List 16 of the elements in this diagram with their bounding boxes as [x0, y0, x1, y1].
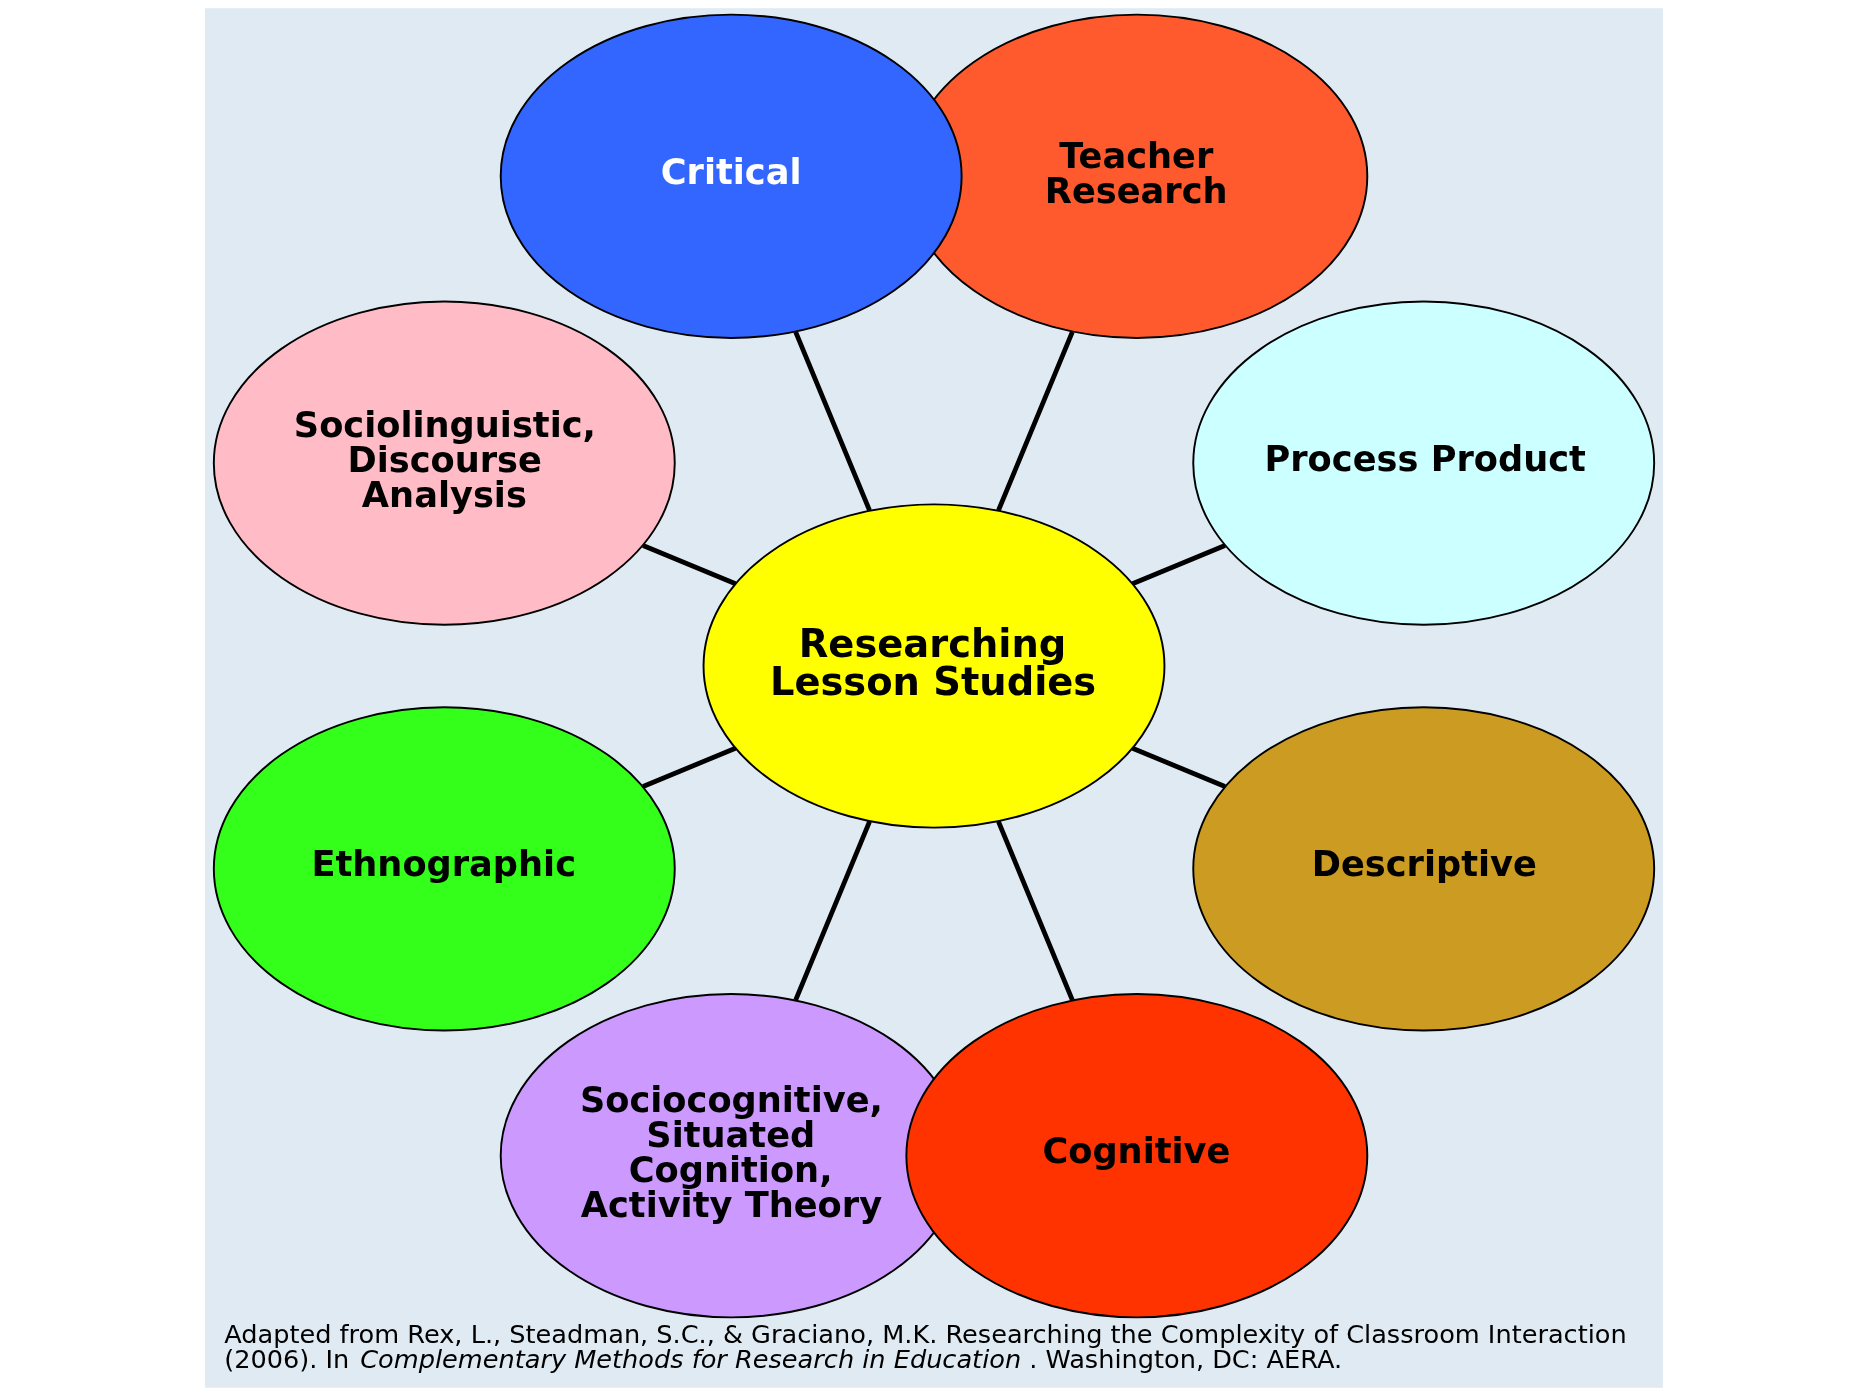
connector: [641, 543, 736, 586]
connector: [995, 820, 1075, 1001]
connector: [995, 331, 1075, 512]
connector: [1131, 746, 1226, 789]
connector: [792, 820, 872, 1001]
caption: Adapted from Rex, L., Steadman, S.C., & Graciano, M.K. Researching the Complexity of Classroom Interaction (2006). In Complementary Methods for Research in Education. Washington, DC: AERA.: [223, 1318, 1627, 1375]
connector: [641, 746, 736, 789]
connector: [792, 331, 872, 512]
node-ellipse: Descriptive: [1191, 706, 1655, 1032]
connector: [1131, 543, 1226, 586]
node-ellipse: Ethnographic: [212, 706, 676, 1032]
node-ellipse: Critical: [499, 13, 963, 339]
node-ellipse: Process Product: [1191, 300, 1655, 626]
node-ellipse: Sociolinguistic, Discourse Analysis: [212, 300, 676, 626]
node-ellipse: Researching Lesson Studies: [702, 503, 1165, 829]
node-ellipse: Cognitive: [904, 993, 1368, 1319]
